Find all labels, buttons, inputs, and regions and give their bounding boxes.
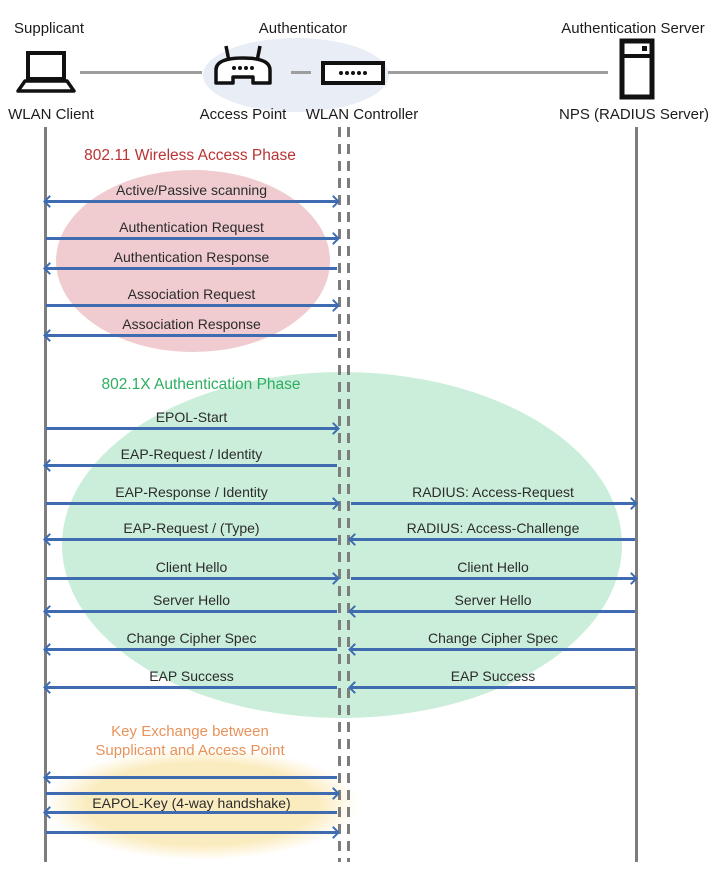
role-label-supplicant: Supplicant: [14, 20, 85, 37]
message-arrow: [43, 532, 337, 546]
message-label: EPOL-Start: [155, 409, 228, 425]
access-point-icon: [211, 44, 275, 92]
message-arrow: [46, 571, 340, 585]
phase-title-key-exchange-line2: Supplicant and Access Point: [95, 742, 285, 759]
message-label: Server Hello: [152, 592, 231, 608]
message-arrow: [351, 496, 638, 510]
authentication-phase-ellipse: [62, 372, 622, 718]
phase-title-wireless-access: 802.11 Wireless Access Phase: [84, 147, 296, 164]
message-arrow: [43, 680, 337, 694]
message-label: Change Cipher Spec: [126, 630, 257, 646]
message-arrow: [43, 642, 337, 656]
message-label: RADIUS: Access-Challenge: [406, 520, 580, 536]
message-label: EAP Success: [149, 668, 234, 684]
message-arrow: [351, 571, 638, 585]
role-label-authenticator: Authenticator: [258, 20, 348, 37]
message-label: EAP Success: [450, 668, 536, 684]
message-label: EAP-Request / (Type): [123, 520, 260, 536]
message-arrow: [46, 496, 340, 510]
message-arrow: [46, 825, 340, 839]
phase-title-key-exchange: Key Exchange between Supplicant and Acce…: [95, 722, 284, 760]
connector-line: [388, 71, 608, 74]
message-arrow: [46, 786, 340, 800]
message-arrow: [43, 194, 340, 208]
message-arrow: [43, 604, 337, 618]
message-label: EAP-Request / Identity: [120, 446, 263, 462]
message-label: Client Hello: [457, 559, 529, 575]
message-arrow: [43, 805, 337, 819]
message-label: Change Cipher Spec: [428, 630, 558, 646]
server-icon: [619, 38, 655, 100]
message-arrow: [43, 770, 337, 784]
phase-title-authentication: 802.1X Authentication Phase: [101, 376, 301, 393]
message-arrow: [46, 298, 340, 312]
message-label: EAPOL-Key (4-way handshake): [92, 795, 291, 811]
message-label: Association Request: [127, 286, 256, 302]
message-label: Server Hello: [454, 592, 532, 608]
message-arrow: [348, 642, 635, 656]
message-label: Active/Passive scanning: [116, 182, 267, 198]
lifeline-wlan-client: [44, 127, 47, 862]
connector-line: [291, 71, 311, 74]
lifeline-nps-server: [635, 127, 638, 862]
lifeline-wlan-controller-right: [347, 127, 350, 862]
message-arrow: [46, 421, 340, 435]
role-label-authentication-server: Authentication Server: [561, 20, 705, 37]
message-arrow: [348, 680, 635, 694]
key-exchange-phase-ellipse: [45, 748, 359, 860]
laptop-icon: [13, 50, 79, 96]
wlan-controller-icon: [321, 61, 385, 85]
message-arrow: [46, 231, 340, 245]
message-arrow: [43, 261, 337, 275]
message-arrow: [43, 328, 337, 342]
connector-line: [80, 71, 202, 74]
device-label-wlan-controller: WLAN Controller: [305, 106, 419, 123]
device-label-nps-radius-server: NPS (RADIUS Server): [558, 106, 710, 123]
message-arrow: [43, 458, 337, 472]
message-label: Authentication Request: [119, 219, 264, 235]
message-label: Client Hello: [155, 559, 228, 575]
message-label: RADIUS: Access-Request: [412, 484, 574, 500]
message-label: Authentication Response: [113, 249, 270, 265]
message-arrow: [348, 532, 635, 546]
lifeline-wlan-controller-left: [338, 127, 341, 862]
message-label: EAP-Response / Identity: [115, 484, 268, 500]
message-arrow: [348, 604, 635, 618]
message-label: Association Response: [122, 316, 261, 332]
phase-title-key-exchange-line1: Key Exchange between: [111, 723, 269, 740]
device-label-access-point: Access Point: [199, 106, 287, 123]
device-label-wlan-client: WLAN Client: [8, 106, 94, 123]
